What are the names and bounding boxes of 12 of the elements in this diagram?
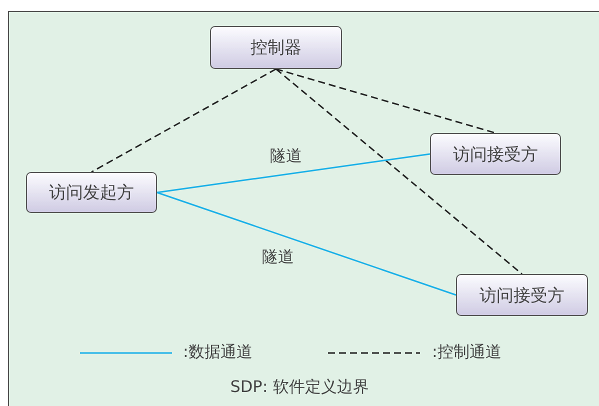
legend-label: :数据通道 xyxy=(183,342,252,363)
connector-line xyxy=(156,153,430,194)
dashed-line xyxy=(91,68,276,173)
connector-line xyxy=(156,192,456,296)
dashed-line xyxy=(276,68,522,275)
legend-label: :控制通道 xyxy=(432,342,502,363)
process-box: 访问发起方 xyxy=(26,172,157,213)
process-box: 控制器 xyxy=(210,26,342,69)
caption: SDP: 软件定义边界 xyxy=(229,377,370,398)
dashed-line xyxy=(276,68,496,134)
process-box: 访问接受方 xyxy=(456,274,588,316)
process-box: 访问接受方 xyxy=(430,133,561,175)
